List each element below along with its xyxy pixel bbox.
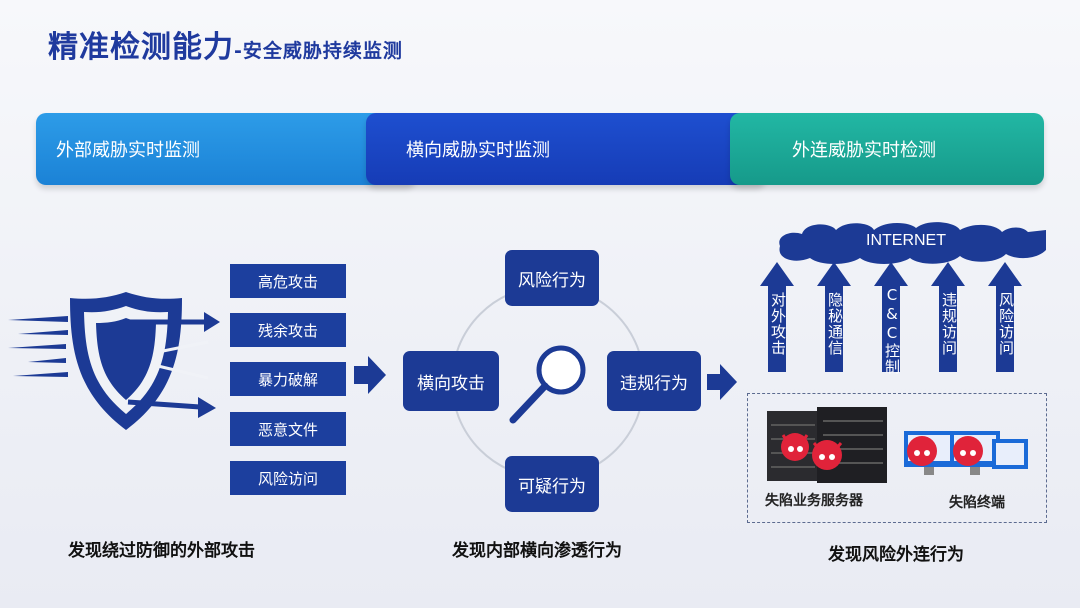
terminal-label: 失陷终端 (949, 495, 1005, 511)
caption-middle: 发现内部横向渗透行为 (452, 541, 622, 561)
attack-label: 恶意文件 (257, 420, 318, 439)
arrow-label-external-attack: 对外攻击 (769, 292, 787, 356)
caption-right: 发现风险外连行为 (828, 545, 964, 565)
internet-label: INTERNET (866, 232, 946, 249)
node-label: 可疑行为 (518, 476, 586, 497)
node-label: 横向攻击 (417, 373, 485, 394)
attack-label: 风险访问 (257, 469, 318, 488)
attack-box-residual: 残余攻击 (230, 313, 346, 347)
arrow-label-risk-access: 风险访问 (997, 292, 1015, 356)
attack-box-high-risk: 高危攻击 (230, 264, 346, 298)
right-arrow-icon (707, 364, 737, 400)
caption-left: 发现绕过防御的外部攻击 (68, 541, 255, 561)
band-label: 外连威胁实时检测 (792, 140, 936, 161)
attack-label: 残余攻击 (257, 321, 318, 340)
compromised-assets-box (747, 393, 1047, 523)
node-suspicious-behavior: 可疑行为 (505, 456, 599, 512)
arrow-label-cnc: C&C控制 (883, 286, 901, 375)
band-label: 外部威胁实时监测 (56, 140, 200, 161)
shield-icon (8, 292, 220, 430)
attack-box-risk-access: 风险访问 (230, 461, 346, 495)
title-sub: -安全威胁持续监测 (234, 40, 403, 62)
band-outbound-threat: 外连威胁实时检测 (730, 113, 1044, 185)
magnifier-icon (509, 345, 586, 424)
node-lateral-attack: 横向攻击 (403, 351, 499, 411)
server-icon (767, 407, 887, 483)
page-title: 精准检测能力-安全威胁持续监测 (48, 22, 403, 66)
band-label: 横向威胁实时监测 (406, 140, 550, 161)
right-arrow-icon (354, 356, 386, 394)
arrow-label-covert-comm: 隐秘通信 (826, 292, 844, 356)
node-label: 风险行为 (518, 270, 586, 291)
terminal-icon (904, 431, 1028, 475)
band-lateral-threat: 横向威胁实时监测 (366, 113, 766, 185)
node-label: 违规行为 (620, 373, 688, 394)
node-violation-behavior: 违规行为 (607, 351, 701, 411)
attack-box-brute-force: 暴力破解 (230, 362, 346, 396)
cloud-icon (779, 222, 1046, 264)
attack-box-malicious-file: 恶意文件 (230, 412, 346, 446)
node-risk-behavior: 风险行为 (505, 250, 599, 306)
title-main: 精准检测能力 (48, 30, 234, 65)
arrow-label-violation-access: 违规访问 (940, 292, 958, 356)
attack-label: 暴力破解 (257, 370, 318, 389)
band-external-threat: 外部威胁实时监测 (36, 113, 416, 185)
up-arrows (760, 262, 1022, 372)
attack-label: 高危攻击 (257, 272, 318, 291)
server-label: 失陷业务服务器 (765, 493, 863, 509)
